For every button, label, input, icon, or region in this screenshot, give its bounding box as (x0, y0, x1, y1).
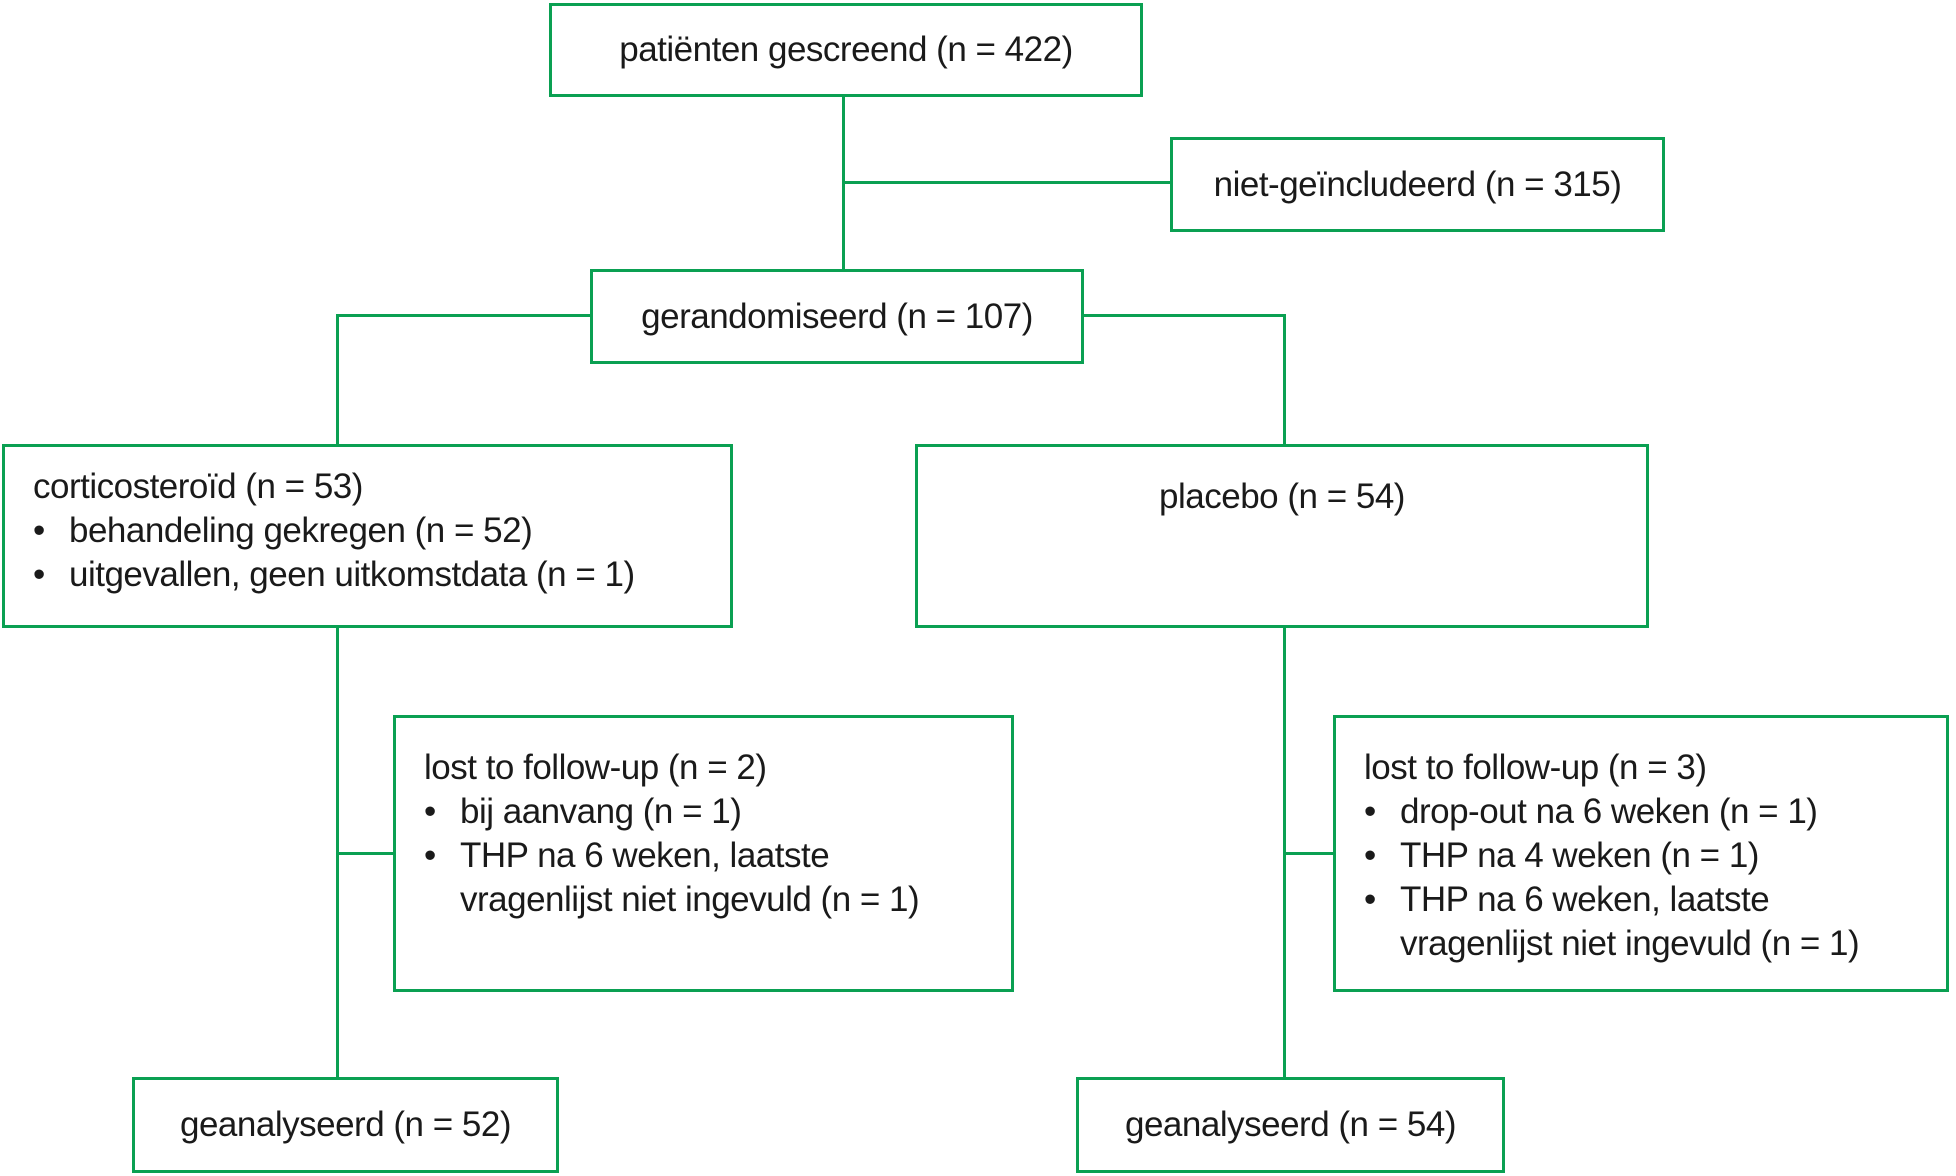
lost-left-bullet-1-text: bij aanvang (n = 1) (460, 792, 742, 831)
bullet-icon: • (424, 792, 436, 831)
lost-right-bullet-2-text: THP na 4 weken (n = 1) (1400, 836, 1759, 875)
lost-left-bullet-2-text: THP na 6 weken, laatste (460, 836, 830, 875)
bullet-icon: • (33, 555, 45, 594)
lost-right-bullet-3-continuation: vragenlijst niet ingevuld (n = 1) (1364, 922, 1946, 966)
connector-stub-lost-right (1283, 852, 1333, 855)
bullet-icon: • (33, 511, 45, 550)
analyzed-left-label: geanalyseerd (n = 52) (180, 1105, 511, 1144)
corticosteroid-bullet-2-text: uitgevallen, geen uitkomstdata (n = 1) (69, 555, 635, 594)
lost-right-bullet-3: • THP na 6 weken, laatste (1364, 878, 1946, 922)
corticosteroid-bullet-2: • uitgevallen, geen uitkomstdata (n = 1) (33, 553, 730, 597)
not-included-label: niet-geïncludeerd (n = 315) (1213, 164, 1622, 204)
lost-right-bullet-2: • THP na 4 weken (n = 1) (1364, 834, 1946, 878)
connector-to-not-included (842, 181, 1170, 184)
lost-right-bullet-1: • drop-out na 6 weken (n = 1) (1364, 790, 1946, 834)
box-patients-screened: patiënten gescreend (n = 422) (549, 3, 1143, 97)
lost-right-title: lost to follow-up (n = 3) (1364, 748, 1707, 787)
box-corticosteroid: corticosteroïd (n = 53) • behandeling ge… (2, 444, 733, 628)
lost-right-bullet-1-text: drop-out na 6 weken (n = 1) (1400, 792, 1818, 831)
lost-right-bullet-3-continuation-text: vragenlijst niet ingevuld (n = 1) (1400, 924, 1860, 963)
placebo-label: placebo (n = 54) (1159, 477, 1405, 516)
connector-down-to-placebo (1283, 314, 1286, 444)
box-not-included: niet-geïncludeerd (n = 315) (1170, 137, 1665, 232)
lost-left-bullet-2-continuation-text: vragenlijst niet ingevuld (n = 1) (460, 880, 920, 919)
box-analyzed-right: geanalyseerd (n = 54) (1076, 1077, 1505, 1173)
lost-left-title: lost to follow-up (n = 2) (424, 748, 767, 787)
bullet-spacer (424, 878, 460, 922)
bullet-icon: • (1364, 836, 1376, 875)
lost-right-bullet-3-text: THP na 6 weken, laatste (1400, 880, 1770, 919)
patients-screened-label: patiënten gescreend (n = 422) (619, 30, 1073, 69)
lost-left-bullet-2: • THP na 6 weken, laatste (424, 834, 1011, 878)
analyzed-right-label: geanalyseerd (n = 54) (1125, 1105, 1456, 1144)
box-analyzed-left: geanalyseerd (n = 52) (132, 1077, 559, 1173)
box-placebo: placebo (n = 54) (915, 444, 1649, 628)
bullet-icon: • (424, 836, 436, 875)
randomized-label: gerandomiseerd (n = 107) (641, 296, 1033, 336)
corticosteroid-bullet-1-text: behandeling gekregen (n = 52) (69, 511, 533, 550)
connector-randomized-left-branch (336, 314, 590, 317)
lost-left-bullet-1: • bij aanvang (n = 1) (424, 790, 1011, 834)
box-lost-left: lost to follow-up (n = 2) • bij aanvang … (393, 715, 1014, 992)
bullet-icon: • (1364, 792, 1376, 831)
corticosteroid-bullet-1: • behandeling gekregen (n = 52) (33, 509, 730, 553)
connector-randomized-right-branch (1084, 314, 1283, 317)
connector-down-to-corticosteroid (336, 314, 339, 444)
lost-left-bullet-2-continuation: vragenlijst niet ingevuld (n = 1) (424, 878, 1011, 922)
box-randomized: gerandomiseerd (n = 107) (590, 269, 1084, 364)
bullet-spacer (1364, 922, 1400, 966)
box-lost-right: lost to follow-up (n = 3) • drop-out na … (1333, 715, 1949, 992)
connector-stub-lost-left (336, 852, 393, 855)
corticosteroid-title: corticosteroïd (n = 53) (33, 467, 363, 506)
bullet-icon: • (1364, 880, 1376, 919)
